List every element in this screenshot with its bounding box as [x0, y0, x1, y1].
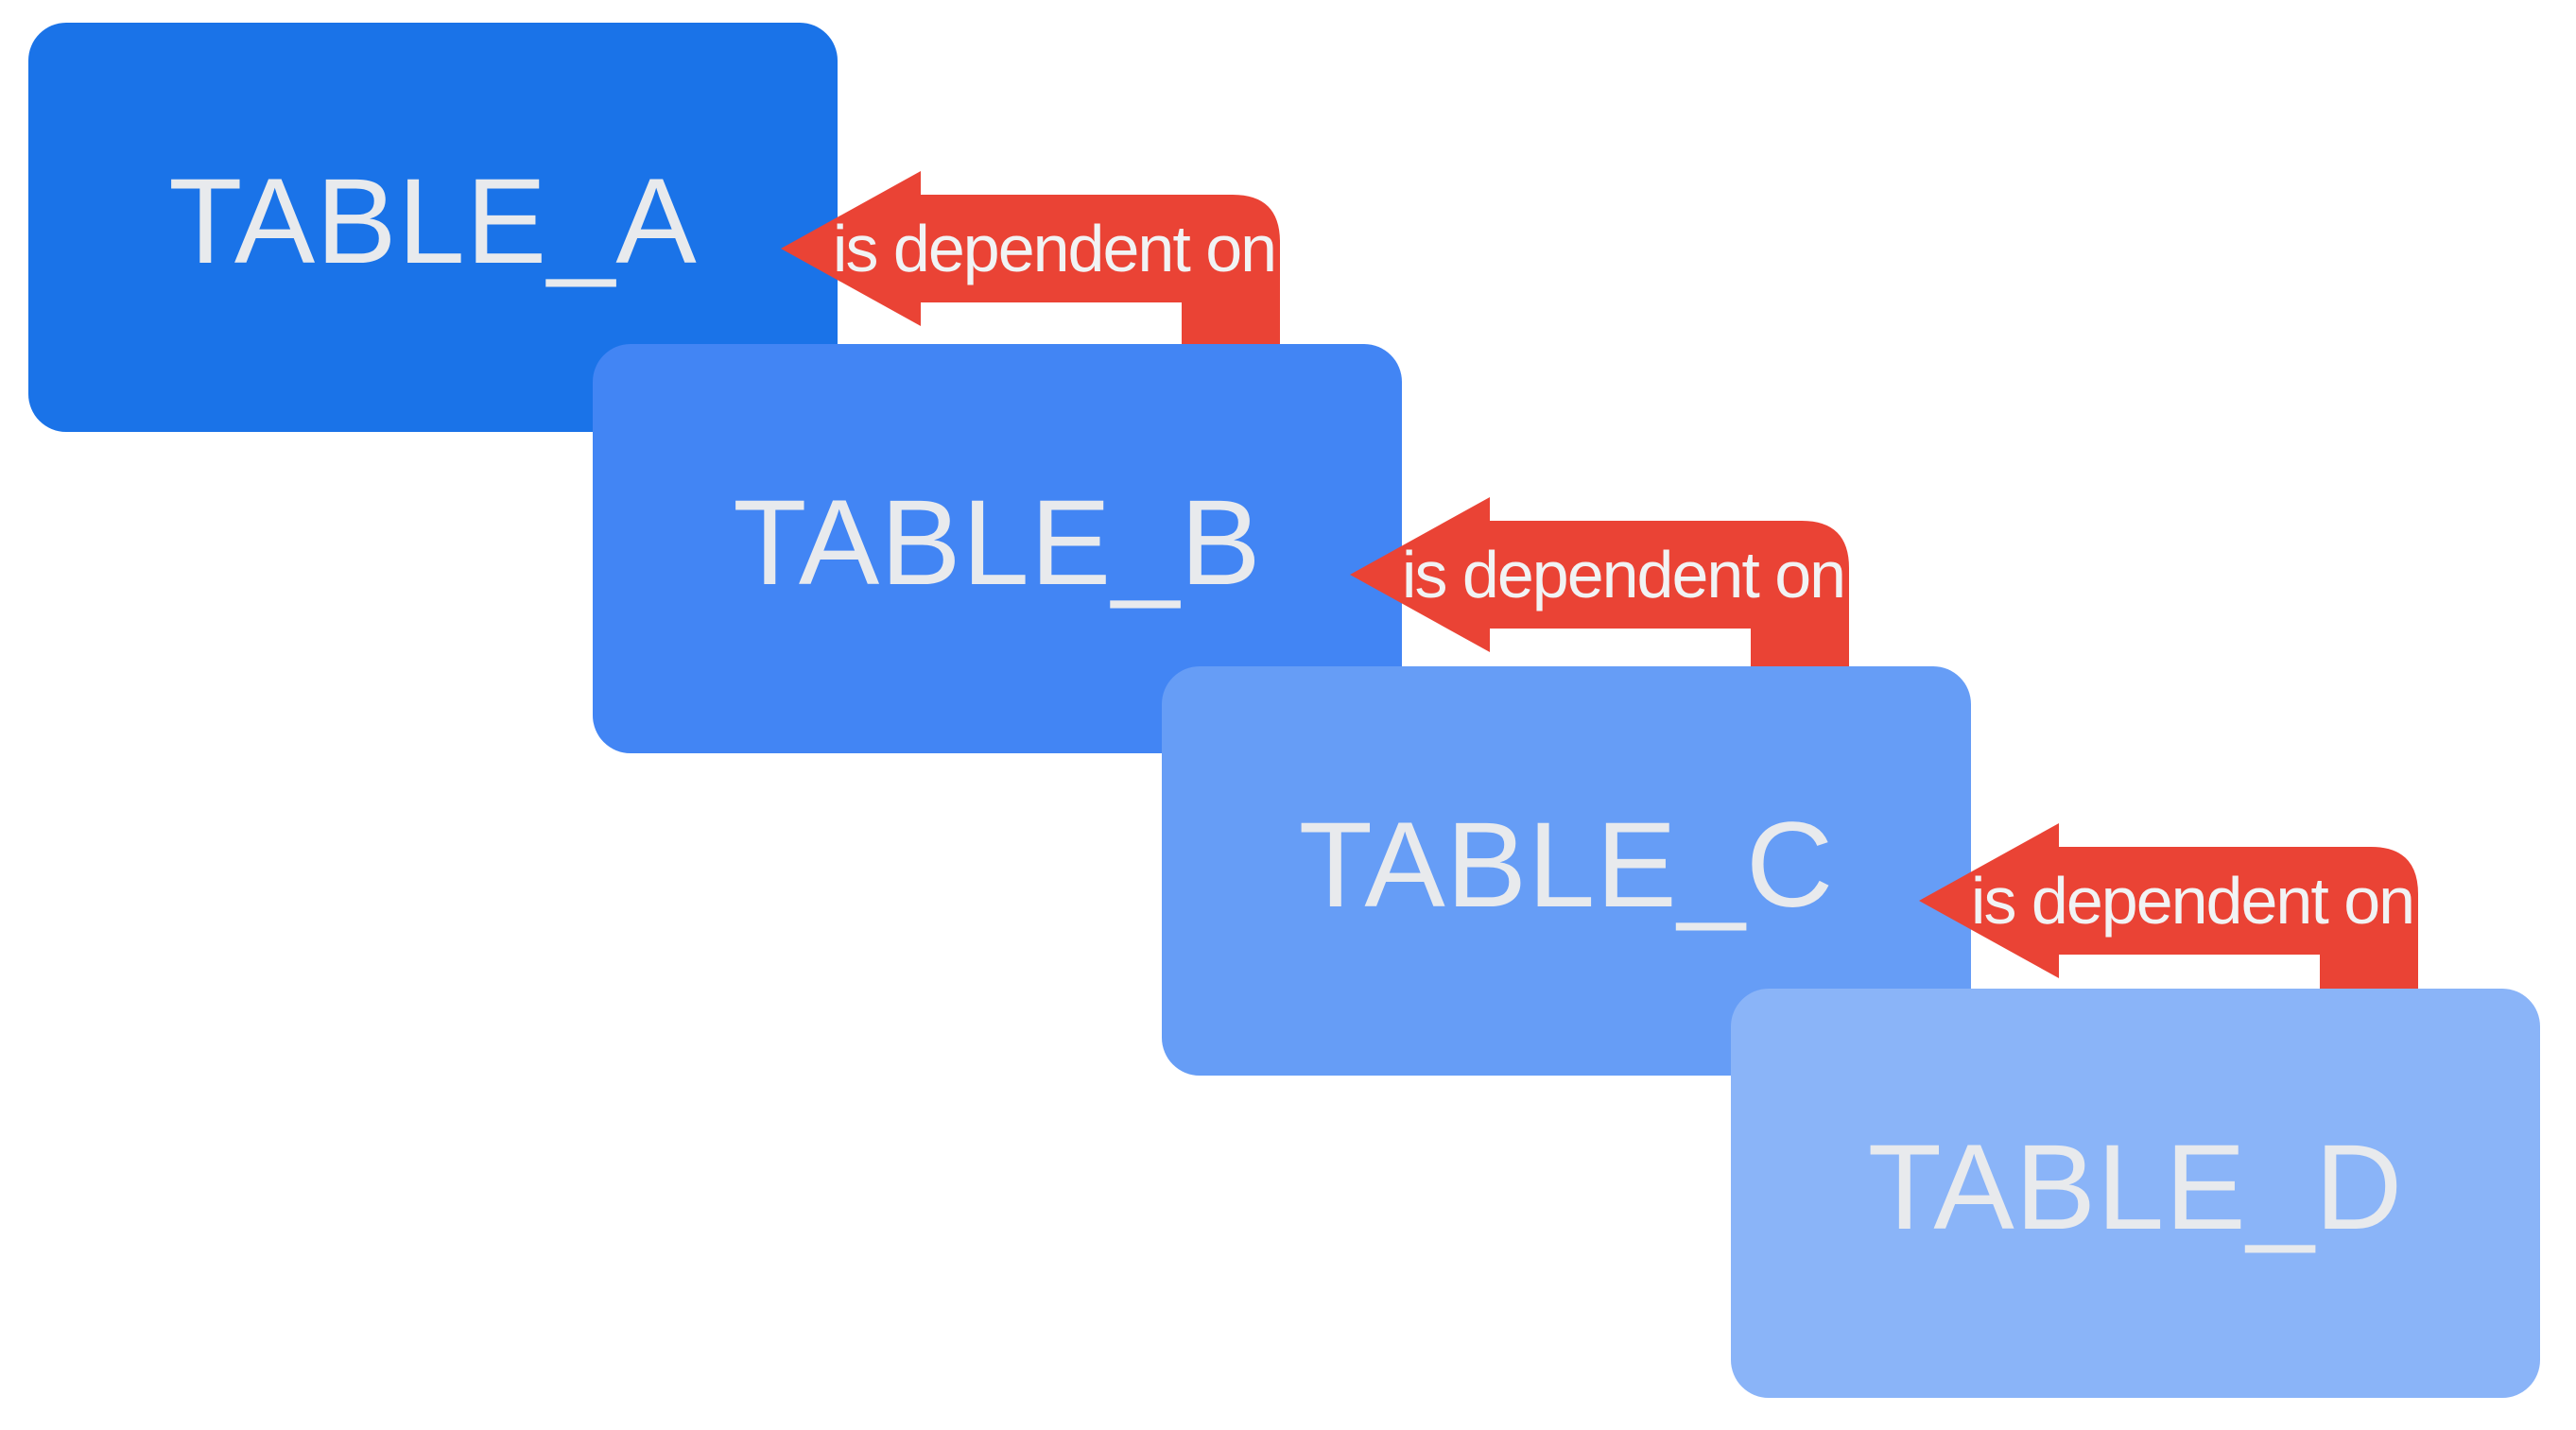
table-node-d-label: TABLE_D — [1867, 1119, 2404, 1255]
table-node-a-label: TABLE_A — [168, 153, 698, 289]
dependency-arrow-label: is dependent on — [1970, 864, 2415, 938]
dependency-arrow-b-to-a: is dependent on — [781, 171, 1280, 355]
dependency-arrow-c-to-b: is dependent on — [1350, 497, 1849, 681]
dependency-arrow-label: is dependent on — [1401, 538, 1846, 612]
table-node-a: TABLE_A — [28, 23, 838, 432]
left-arrow-icon — [1919, 823, 2418, 1008]
table-node-d: TABLE_D — [1731, 989, 2540, 1398]
left-arrow-shape — [1350, 497, 1849, 681]
table-node-c-label: TABLE_C — [1298, 797, 1835, 933]
left-arrow-icon — [781, 171, 1280, 355]
dependency-arrow-label: is dependent on — [832, 212, 1277, 285]
table-node-b-label: TABLE_B — [733, 474, 1262, 611]
left-arrow-shape — [1919, 823, 2418, 1008]
dependency-arrow-d-to-c: is dependent on — [1919, 823, 2418, 1008]
left-arrow-icon — [1350, 497, 1849, 681]
left-arrow-shape — [781, 171, 1280, 355]
